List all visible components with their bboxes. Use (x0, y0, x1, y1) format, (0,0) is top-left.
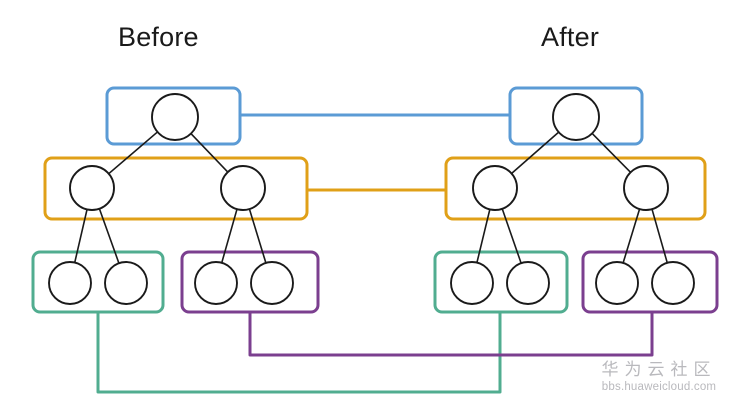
before-tree-edge-b-root-b-l (108, 131, 159, 175)
tree-node-b-lr (104, 261, 148, 305)
tree-node-b-rl (194, 261, 238, 305)
after-tree-edge-a-root-a-l (511, 131, 560, 175)
before-tree-orange-box (43, 156, 309, 221)
tree-node-a-rr (651, 261, 695, 305)
watermark-chinese-text: 华为云社区 (601, 360, 717, 380)
after-label: After (541, 22, 600, 52)
after-tree-edge-a-l-a-lr (501, 208, 522, 264)
tree-node-b-l (69, 165, 115, 211)
tree-node-a-root (552, 93, 600, 141)
before-tree (31, 86, 320, 314)
before-label: Before (118, 22, 199, 52)
tree-node-a-rl (595, 261, 639, 305)
before-tree-edge-b-root-b-r (190, 133, 229, 173)
after-tree-orange-box (444, 156, 707, 221)
after-tree-blue-box (508, 86, 644, 146)
before-tree-edge-b-l-b-ll (73, 209, 88, 263)
before-tree-edge-b-r-b-rr (248, 208, 267, 264)
purple-connector (248, 310, 654, 357)
tree-node-b-ll (48, 261, 92, 305)
tree-node-a-lr (506, 261, 550, 305)
tree-node-a-l (472, 165, 518, 211)
tree-node-a-r (623, 165, 669, 211)
before-tree-purple-box (180, 250, 320, 314)
watermark-url-text: bbs.huaweicloud.com (601, 381, 717, 393)
after-tree-edge-a-l-a-ll (476, 209, 491, 263)
tree-node-a-ll (450, 261, 494, 305)
tree-node-b-rr (250, 261, 294, 305)
after-tree-edge-a-r-a-rl (622, 208, 641, 264)
after-tree-purple-box (581, 250, 719, 314)
watermark: 华为云社区 bbs.huaweicloud.com (586, 360, 732, 395)
after-tree (433, 86, 719, 314)
after-tree-edge-a-root-a-r (591, 132, 632, 173)
before-tree-green-box (31, 250, 165, 314)
before-tree-edge-b-l-b-lr (98, 208, 120, 264)
before-tree-edge-b-r-b-rl (220, 208, 238, 264)
after-tree-edge-a-r-a-rr (651, 208, 669, 264)
after-tree-green-box (433, 250, 569, 314)
tree-node-b-r (220, 165, 266, 211)
tree-node-b-root (151, 93, 199, 141)
green-connector (96, 310, 502, 394)
before-tree-blue-box (105, 86, 242, 146)
